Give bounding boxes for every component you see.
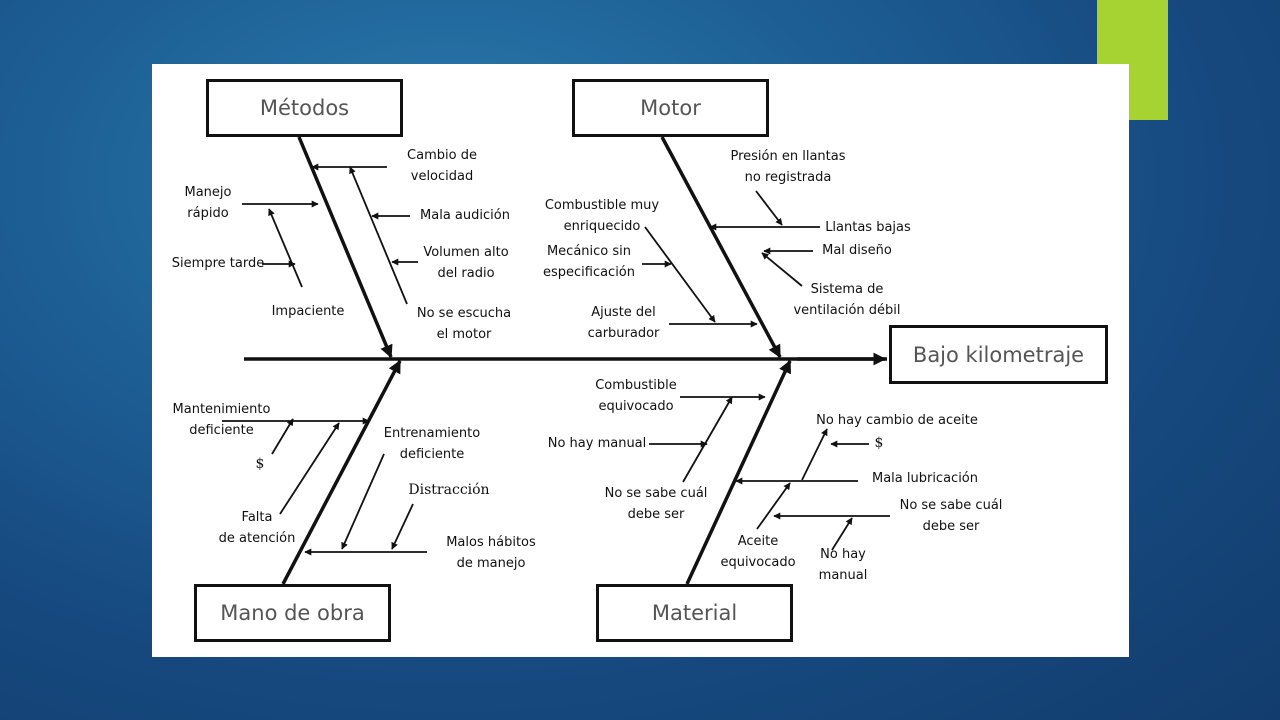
effect-box: Bajo kilometraje xyxy=(889,325,1108,384)
label-no-se-escucha: No se escucha el motor xyxy=(416,306,512,342)
label-siempre-tarde: Siempre tarde xyxy=(171,256,265,271)
arrow-no-hay-manual-2 xyxy=(831,517,853,551)
category-motor: Motor xyxy=(572,79,769,137)
label-no-hay-manual-2: No hay manual xyxy=(818,547,868,583)
label-manejo-rapido: Manejo rápido xyxy=(184,185,232,221)
bone-metodos xyxy=(297,136,393,359)
label-ajuste-carburador: Ajuste del carburador xyxy=(587,305,660,341)
label-falta-atencion: Falta de atención xyxy=(218,510,296,546)
label-mecanico: Mecánico sin especificación xyxy=(542,244,636,280)
label-cambio-velocidad: Cambio de velocidad xyxy=(407,148,477,184)
label-llantas-bajas: Llantas bajas xyxy=(825,220,911,235)
arrow-dinero-1 xyxy=(271,418,294,455)
arrow-distraccion xyxy=(391,503,414,550)
arrow-falta-atencion xyxy=(279,422,340,515)
fishbone-diagram: Métodos Motor Mano de obra Material Bajo… xyxy=(152,64,1129,657)
label-dinero-1: $ xyxy=(255,456,265,472)
label-mantenimiento: Mantenimiento deficiente xyxy=(172,402,271,438)
label-mala-lubricacion: Mala lubricación xyxy=(871,471,979,486)
arrow-sistema-ventilacion xyxy=(761,252,803,287)
arrow-impaciente xyxy=(268,208,303,288)
label-volumen-alto: Volumen alto del radio xyxy=(423,245,509,281)
arrow-no-se-escucha xyxy=(349,166,408,305)
label-no-hay-manual-1: No hay manual xyxy=(547,436,647,451)
arrow-no-hay-cambio-aceite xyxy=(801,428,828,481)
label-aceite-equivocado: Aceite equivocado xyxy=(720,534,796,570)
label-malos-habitos: Malos hábitos de manejo xyxy=(446,535,536,571)
category-metodos: Métodos xyxy=(206,79,403,137)
arrow-entrenamiento xyxy=(341,453,385,550)
category-mano-de-obra: Mano de obra xyxy=(194,584,391,642)
label-mala-audicion: Mala audición xyxy=(420,208,510,223)
label-impaciente: Impaciente xyxy=(271,304,345,319)
label-distraccion: Distracción xyxy=(408,482,490,498)
arrow-presion-llantas xyxy=(755,190,783,226)
label-entrenamiento: Entrenamiento deficiente xyxy=(383,426,481,462)
label-sistema-ventilacion: Sistema de ventilación débil xyxy=(793,282,901,318)
label-no-hay-cambio-aceite: No hay cambio de aceite xyxy=(816,413,978,428)
label-no-se-sabe-2: No se sabe cuál debe ser xyxy=(899,498,1003,534)
label-mal-diseno: Mal diseño xyxy=(822,243,892,258)
arrow-no-se-sabe-1 xyxy=(682,396,733,483)
arrow-combustible-enriquecido xyxy=(644,226,716,323)
label-presion-llantas: Presión en llantas no registrada xyxy=(730,149,846,185)
label-dinero-2: $ xyxy=(874,435,884,451)
diagram-lines xyxy=(222,136,890,585)
bone-motor xyxy=(660,136,782,359)
arrow-aceite-equivocado xyxy=(756,482,791,530)
label-combustible-equivocado: Combustible equivocado xyxy=(595,378,677,414)
label-combustible-enriquecido: Combustible muy enriquecido xyxy=(544,198,660,234)
bone-material xyxy=(685,359,792,585)
bone-mano-de-obra xyxy=(281,359,402,585)
category-material: Material xyxy=(596,584,793,642)
label-no-se-sabe-1: No se sabe cuál debe ser xyxy=(604,486,708,522)
